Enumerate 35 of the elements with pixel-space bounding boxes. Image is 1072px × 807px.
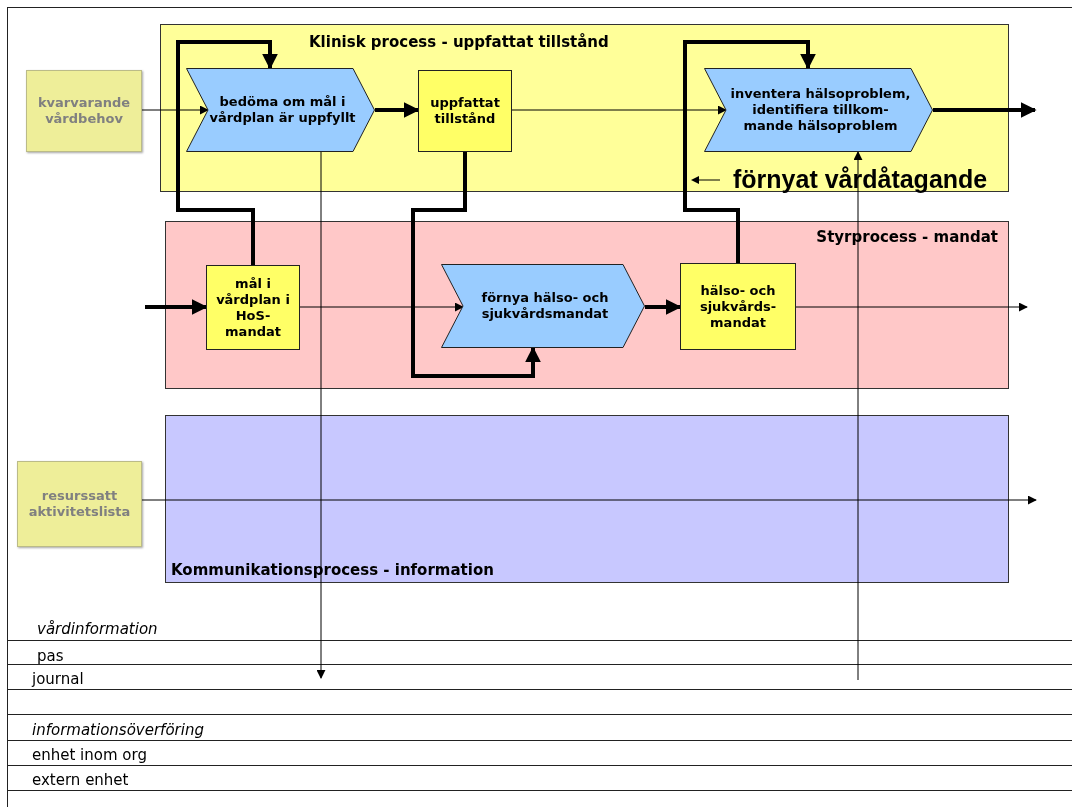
process-chevron: förnya hälso- och sjukvårdsmandat xyxy=(441,264,645,348)
process-lane xyxy=(165,221,1009,389)
process-chevron: bedöma om mål i vårdplan är uppfyllt xyxy=(186,68,375,152)
arrow xyxy=(145,299,208,315)
input-box: resurssatt aktivitetslista xyxy=(17,461,142,547)
arrow xyxy=(933,102,1037,118)
state-box: uppfattat tillstånd xyxy=(418,70,512,152)
arrow xyxy=(176,40,278,265)
lane-title: Styrprocess - mandat xyxy=(816,228,998,246)
arrow xyxy=(795,302,1028,312)
arrow xyxy=(141,105,209,115)
arrow xyxy=(411,152,541,378)
process-chevron: inventera hälsoproblem, identifiera tillkom- mande hälsoproblem xyxy=(704,68,933,152)
arrow xyxy=(645,299,682,315)
state-box: mål i vårdplan i HoS- mandat xyxy=(206,265,300,350)
arrow xyxy=(853,151,863,681)
input-box: kvarvarande vårdbehov xyxy=(26,70,142,152)
lane-note: förnyat vårdåtagande xyxy=(733,164,988,194)
arrow xyxy=(316,151,326,679)
arrow xyxy=(141,495,1037,505)
table-heading: vårdinformation xyxy=(37,619,158,640)
arrow xyxy=(511,105,727,115)
process-lane xyxy=(165,415,1009,583)
table-row-label: journal xyxy=(32,669,84,690)
process-lane xyxy=(160,24,1009,192)
arrow xyxy=(683,40,816,263)
table-row-label: extern enhet xyxy=(32,770,129,791)
state-box: hälso- och sjukvårds- mandat xyxy=(680,263,796,350)
lane-title: Kommunikationsprocess - information xyxy=(171,561,494,579)
arrow xyxy=(299,302,464,312)
arrow xyxy=(375,102,420,118)
table-row-label: enhet inom org xyxy=(32,745,147,766)
table-heading: informationsöverföring xyxy=(32,720,204,741)
table-row-label: pas xyxy=(37,646,64,667)
lane-title: Klinisk process - uppfattat tillstånd xyxy=(309,33,609,51)
